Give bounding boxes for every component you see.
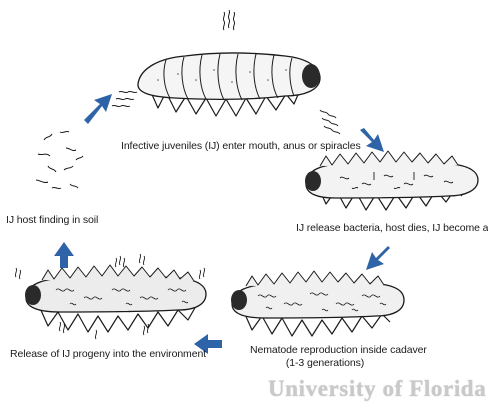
larva-infected-icon	[305, 151, 478, 210]
nematodes-top-icon	[223, 10, 234, 30]
arrow-soil-to-entry-icon	[84, 94, 112, 124]
label-progeny-release: Release of IJ progeny into the environme…	[10, 348, 206, 361]
nematodes-entering-left-icon	[112, 91, 137, 106]
label-host-finding: IJ host finding in soil	[6, 214, 98, 227]
larva-top-icon	[138, 53, 320, 116]
label-release-bacteria: IJ release bacteria, host dies, IJ becom…	[296, 222, 488, 235]
larva-reproduction-icon	[231, 271, 404, 336]
arrow-entry-to-infection-icon	[360, 128, 384, 152]
label-infective-entry: Infective juveniles (IJ) enter mouth, an…	[121, 140, 361, 153]
label-reproduction-line2: (1-3 generations)	[250, 357, 400, 370]
label-reproduction: Nematode reproduction inside cadaver (1-…	[250, 344, 400, 370]
label-reproduction-line1: Nematode reproduction inside cadaver	[250, 344, 400, 357]
arrow-infection-to-reproduction-icon	[366, 246, 390, 270]
nematodes-entering-right-icon	[320, 110, 340, 134]
larva-progeny-release-icon	[25, 265, 206, 332]
nematodes-soil-icon	[36, 131, 83, 188]
arrow-release-to-soil-icon	[54, 242, 74, 268]
university-watermark: University of Florida	[268, 376, 486, 402]
